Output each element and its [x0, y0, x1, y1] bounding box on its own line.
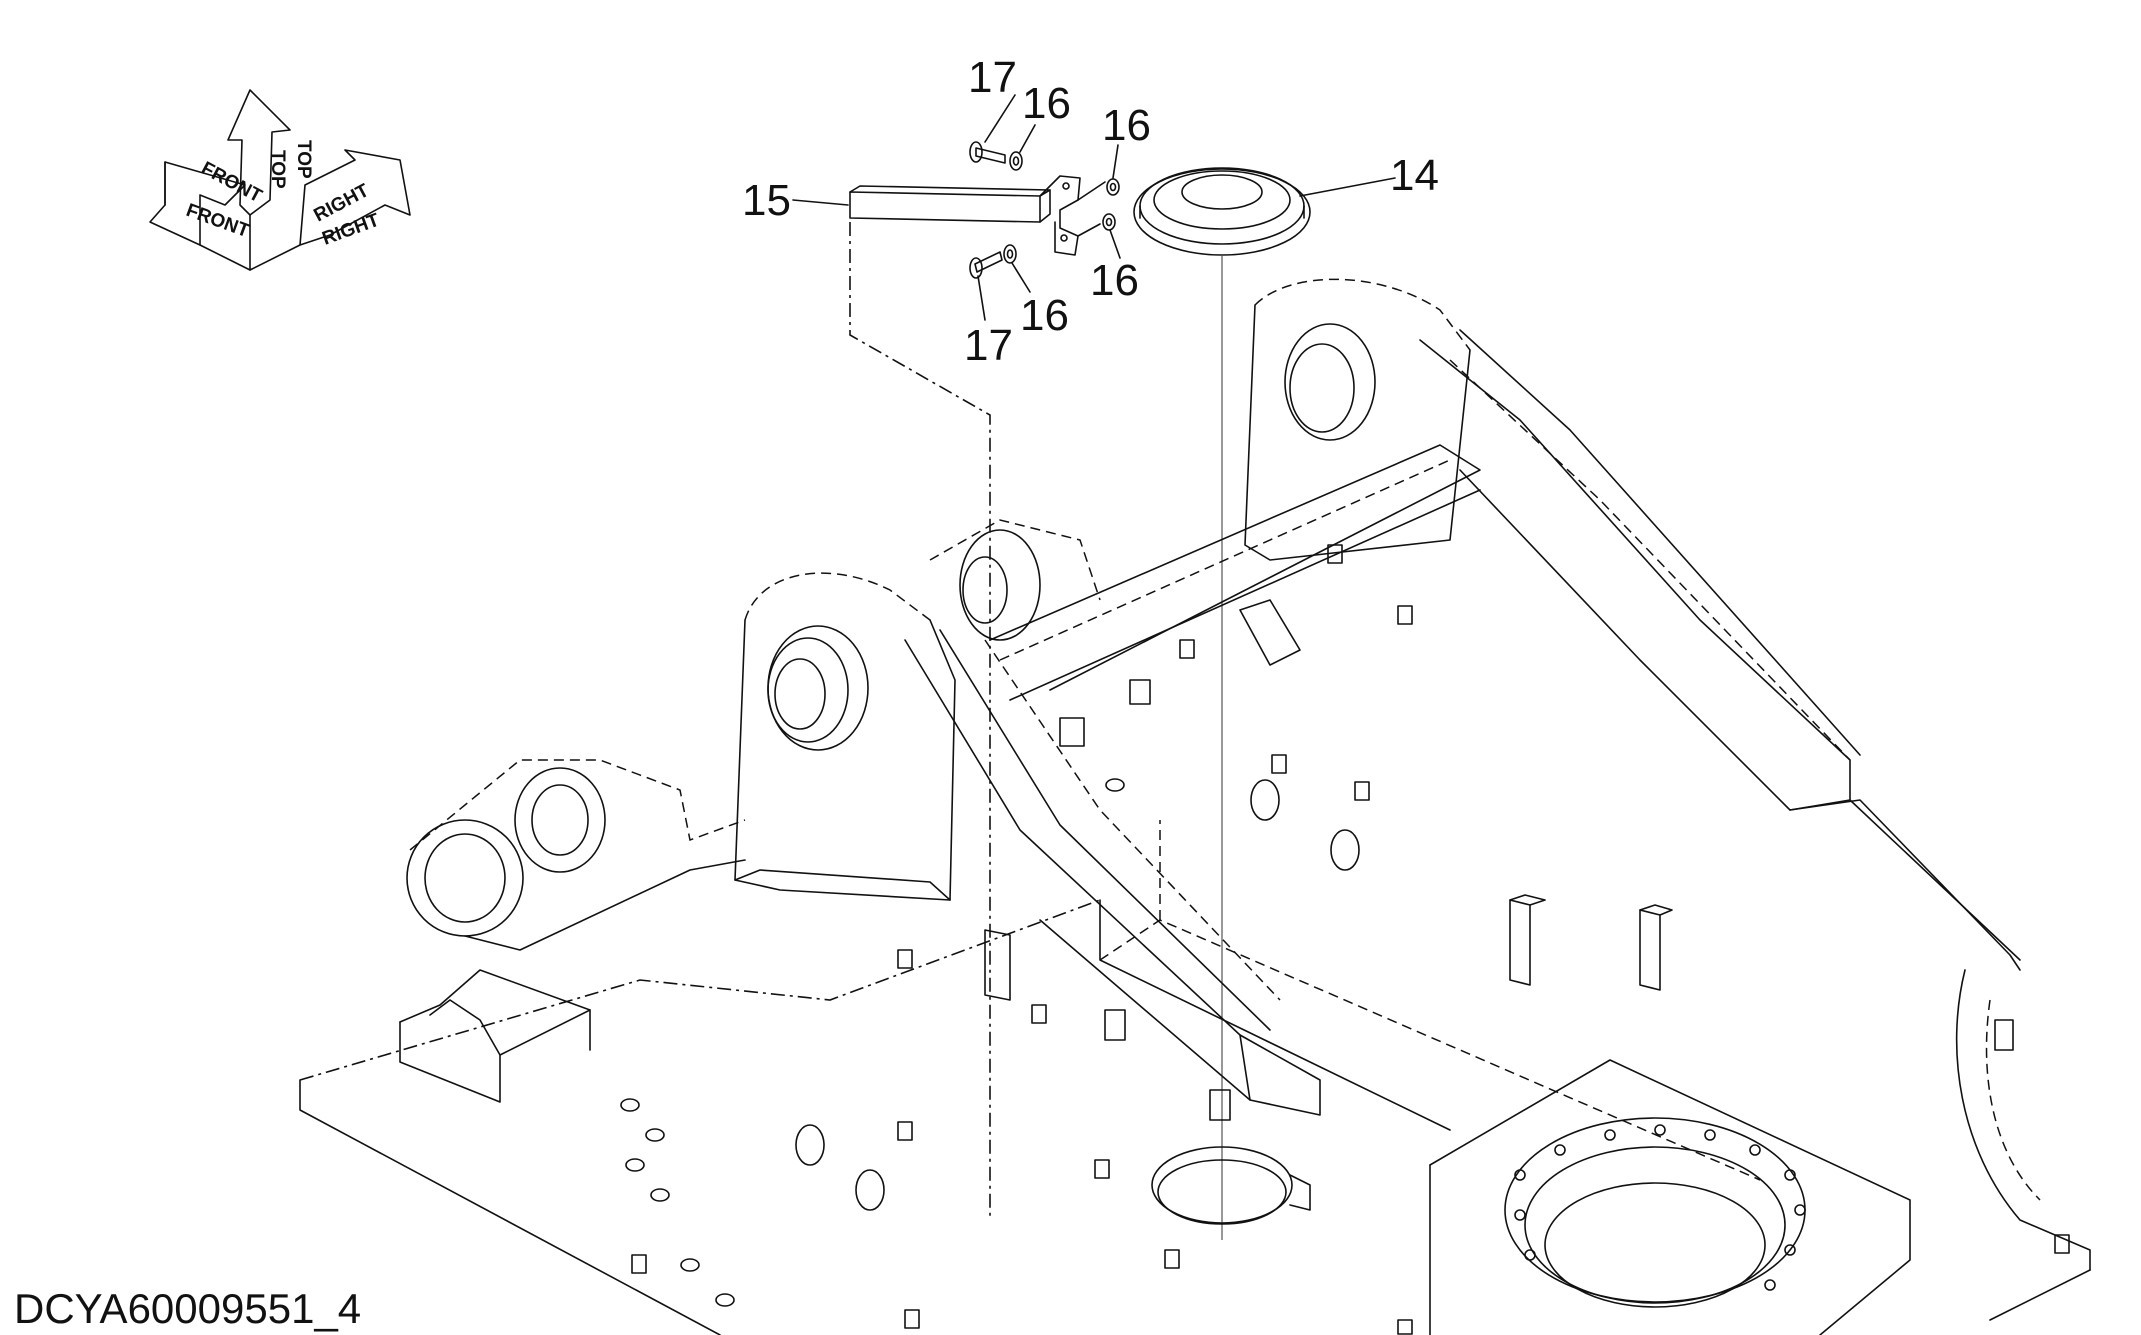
orientation-compass: FRONT FRONT TOP TOP RIGHT RIGHT: [149, 89, 411, 271]
callout-16-bottom-right: 16: [1090, 256, 1139, 305]
seal-ring-part-14: [1133, 167, 1311, 256]
wire-clips: [631, 544, 2070, 1335]
bolt-lower: [969, 251, 1003, 279]
revolving-frame: [299, 278, 2091, 1335]
callout-15: 15: [742, 176, 791, 225]
support-pads: [1239, 599, 1673, 991]
front-label-upper: FRONT: [198, 158, 266, 207]
callout-17-bottom: 17: [964, 321, 1013, 370]
top-label-right: TOP: [293, 140, 314, 179]
callout-14: 14: [1390, 151, 1439, 200]
deck-holes: [620, 778, 1360, 1307]
installation-lines: [849, 222, 1223, 1240]
callout-16-bottom-left: 16: [1020, 291, 1069, 340]
callout-16-top-right: 16: [1102, 101, 1151, 150]
drawing-id-caption: DCYA60009551_4: [14, 1285, 362, 1332]
callout-16-top-left: 16: [1022, 79, 1071, 128]
leader-lines: [792, 94, 1396, 321]
bolt-upper: [969, 141, 1006, 164]
washers: [1003, 151, 1120, 264]
top-label: TOP: [267, 150, 288, 189]
bearing-bolt-holes: [1514, 1124, 1806, 1291]
callout-17-top: 17: [968, 53, 1017, 102]
bracket-part-15: [849, 175, 1106, 256]
